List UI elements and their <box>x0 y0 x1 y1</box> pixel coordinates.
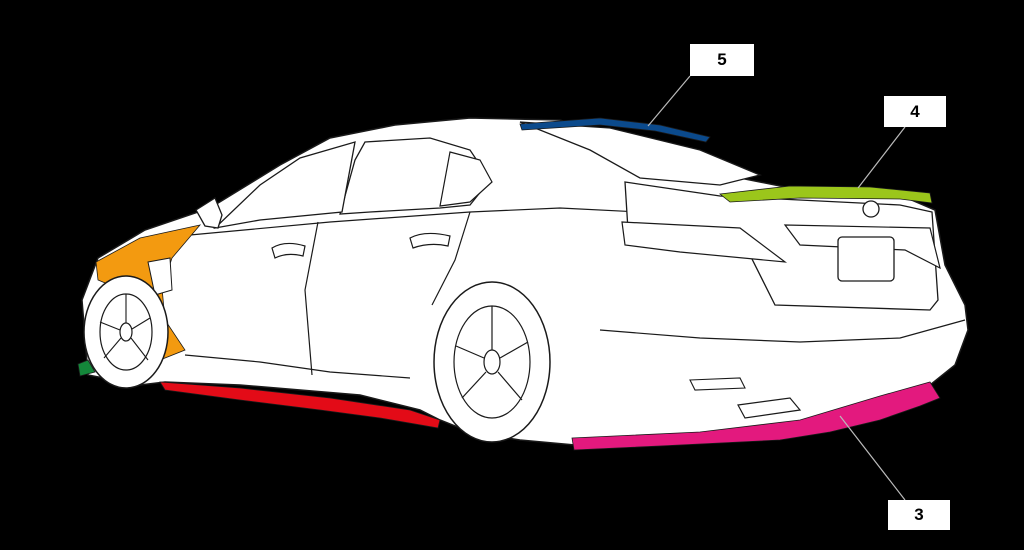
reflector <box>689 377 746 391</box>
fender-vent <box>147 257 173 296</box>
front-wheel <box>83 275 169 389</box>
side-mirror <box>195 197 223 229</box>
roof-spoiler-part <box>519 117 711 143</box>
door-seam <box>304 221 319 376</box>
rear-diffuser-part <box>571 381 941 451</box>
rocker-line <box>184 354 411 379</box>
callout-label-3: 3 <box>888 500 950 530</box>
exhaust-outlet <box>737 397 802 419</box>
rear-emblem-icon <box>862 200 880 218</box>
rear-window <box>519 121 763 186</box>
trunk-spoiler-part <box>718 185 933 204</box>
leader-line-3 <box>839 415 906 501</box>
license-plate <box>837 236 895 282</box>
side-skirt-part <box>159 381 441 429</box>
rear-door-seam <box>431 211 471 306</box>
front-lip-part <box>77 359 96 377</box>
tail-light-left <box>621 221 788 263</box>
rear-wheel <box>433 281 551 443</box>
quarter-window <box>439 151 493 207</box>
leader-line-5 <box>647 75 691 127</box>
callout-label-4: 4 <box>884 96 946 127</box>
callout-label-5: 5 <box>690 44 754 76</box>
rear-bumper-line <box>599 319 966 343</box>
door-handle-front <box>271 242 306 259</box>
door-handle-rear <box>409 232 451 249</box>
leader-line-4 <box>857 126 906 189</box>
